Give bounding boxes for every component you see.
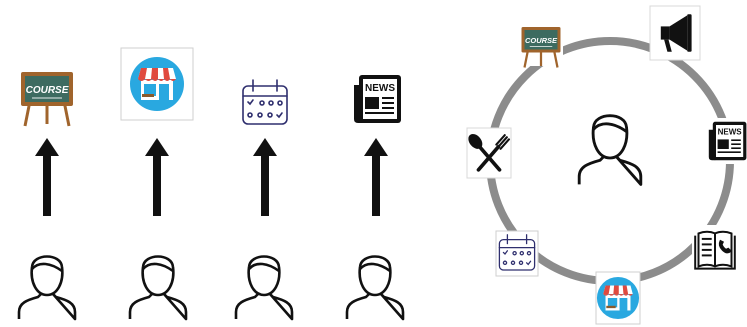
ring-item-course: COURSE: [519, 22, 563, 69]
up-arrow-icon: [364, 138, 388, 216]
ring-item-bg: [495, 230, 539, 277]
up-arrow-icon: [253, 138, 277, 216]
newspaper-icon: NEWS: [707, 121, 747, 161]
ring-item-phonebook: [692, 225, 738, 277]
calendar-column: [234, 79, 294, 321]
chalkboard-course-icon: COURSE: [19, 70, 75, 128]
left-panel: COURSE NEWS: [17, 47, 405, 321]
ring-item-megaphone: [649, 5, 701, 61]
ring-item-news: NEWS: [707, 118, 747, 164]
shop-storefront-icon: [130, 57, 184, 111]
right-panel: COURSE NEWS: [464, 5, 747, 325]
calendar-icon: [242, 79, 288, 125]
person-outline-icon: [234, 255, 294, 321]
ring-item-calendar: [495, 230, 539, 277]
ring-item-shop: [595, 271, 641, 325]
person-outline-icon: [345, 255, 405, 321]
up-arrow-icon: [145, 138, 169, 216]
newspaper-label: NEWS: [718, 128, 743, 137]
center-person-icon: [577, 114, 643, 186]
ring-item-food: [464, 127, 512, 179]
newspaper-icon: NEWS: [353, 74, 402, 124]
ring-item-bg: [649, 5, 701, 61]
shop-storefront-icon: [596, 276, 640, 320]
newspaper-label: NEWS: [365, 83, 395, 94]
shop-column: [120, 47, 194, 321]
course-sign-label: COURSE: [26, 85, 69, 96]
news-column: NEWS: [345, 74, 405, 321]
person-outline-icon: [17, 255, 77, 321]
course-column: COURSE: [17, 70, 77, 321]
person-outline-icon: [128, 255, 188, 321]
up-arrow-icon: [35, 138, 59, 216]
chalkboard-course-icon: COURSE: [520, 25, 562, 69]
course-sign-label: COURSE: [525, 36, 558, 45]
